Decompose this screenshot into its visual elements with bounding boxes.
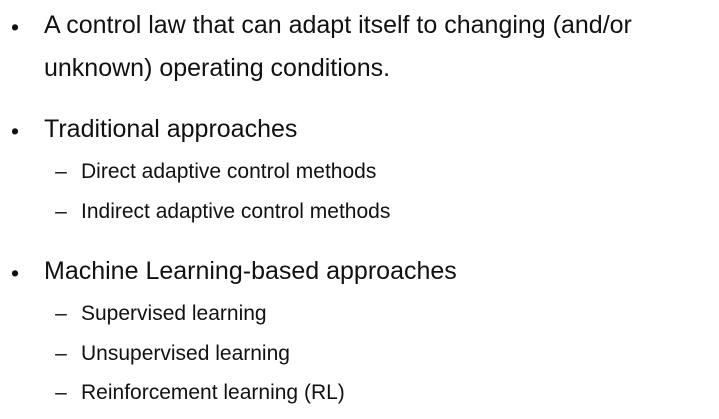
bullet-text: Machine Learning-based approaches [44,257,457,285]
subitem-reinforcement-learning: – Reinforcement learning (RL) [0,379,719,407]
bullet-marker: • [10,260,20,286]
subitem-marker: – [55,200,67,223]
subitem-text: Reinforcement learning (RL) [81,381,345,404]
bullet-marker: • [10,14,20,40]
subitem-supervised-learning: – Supervised learning [0,300,719,328]
subitem-indirect-adaptive-control: – Indirect adaptive control methods [0,198,719,226]
subitem-unsupervised-learning: – Unsupervised learning [0,340,719,368]
subitem-marker: – [55,381,67,404]
bullet-marker: • [10,118,20,144]
subitem-text: Supervised learning [81,302,267,325]
subitem-marker: – [55,342,67,365]
bullet-traditional-approaches: • Traditional approaches [0,108,719,151]
subitem-marker: – [55,160,67,183]
subitem-text: Indirect adaptive control methods [81,200,391,223]
subitem-direct-adaptive-control: – Direct adaptive control methods [0,158,719,186]
bullet-text: A control law that can adapt itself to c… [44,11,632,82]
subitem-text: Unsupervised learning [81,342,290,365]
subitem-text: Direct adaptive control methods [81,160,377,183]
subitem-marker: – [55,302,67,325]
bullet-machine-learning-approaches: • Machine Learning-based approaches [0,250,719,293]
bullet-text: Traditional approaches [44,115,298,143]
bullet-adaptive-control-definition: • A control law that can adapt itself to… [0,4,719,90]
